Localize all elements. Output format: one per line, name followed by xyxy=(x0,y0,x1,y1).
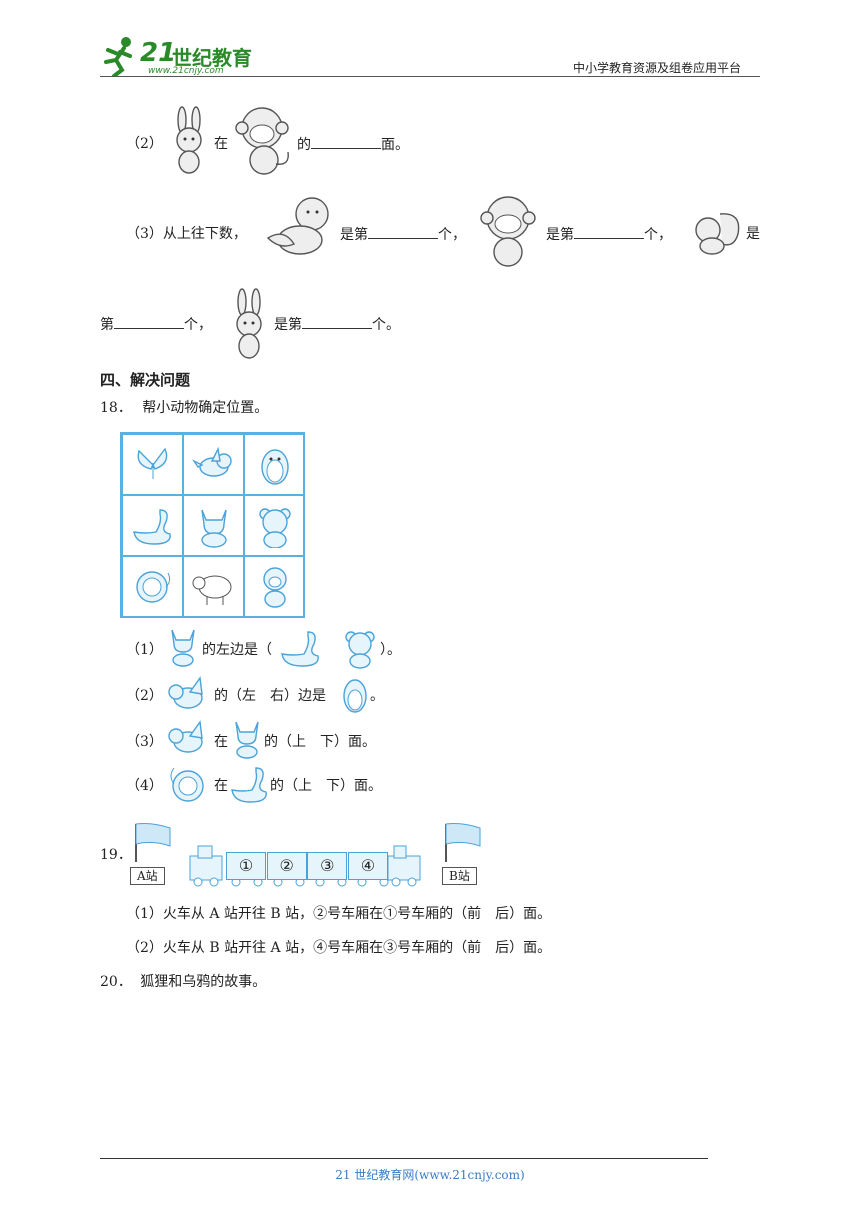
bear-icon xyxy=(345,631,375,669)
bear-icon xyxy=(258,507,291,548)
q3-intro: （3）从上往下数， xyxy=(126,226,247,242)
footer-text: 21 世纪教育网(www.21cnjy.com) xyxy=(335,1168,525,1182)
grid-cell xyxy=(244,434,305,495)
q18-sub3-end: 的（上 下）面。 xyxy=(264,734,376,750)
train-cars: ① ② ③ ④ xyxy=(226,852,388,880)
q18-sub2-text: 的（左 右）边是 xyxy=(214,688,326,704)
sheep-icon xyxy=(192,575,231,605)
swan-icon xyxy=(281,631,319,667)
q18-sub4-text: 在 xyxy=(214,778,228,794)
q3-text-b: 个， xyxy=(438,227,466,243)
q18-sub1-text: 的左边是（ xyxy=(202,642,272,658)
penguin-icon xyxy=(343,679,367,713)
q18-text: 帮小动物确定位置。 xyxy=(142,400,269,416)
q3-blank-squirrel[interactable] xyxy=(114,314,184,329)
footer-divider xyxy=(100,1158,708,1159)
q18-sub1-number: （1） xyxy=(126,642,163,658)
train-icon xyxy=(189,845,421,887)
train-car: ③ xyxy=(307,852,348,880)
flag-icon xyxy=(135,823,171,862)
runner-logo-icon xyxy=(104,37,132,76)
penguin-icon xyxy=(260,448,289,485)
q18-label: 18． xyxy=(100,400,132,416)
q3-text-i: 个。 xyxy=(372,317,400,333)
q18-sub2-end: 。 xyxy=(370,688,384,704)
cat-icon xyxy=(235,721,259,759)
q2-text-side: 面。 xyxy=(381,137,409,153)
bird-icon xyxy=(168,720,203,753)
q3-text-h: 是第 xyxy=(274,317,302,333)
rabbit-icon xyxy=(176,106,202,174)
q2-answer-blank[interactable] xyxy=(311,134,381,149)
train-car: ② xyxy=(266,852,307,880)
grid-cell xyxy=(183,495,244,556)
station-a-sign: A站 xyxy=(130,867,165,885)
grid-cell xyxy=(244,556,305,617)
bird-gray-icon xyxy=(266,197,329,255)
q2-text-of: 的 xyxy=(297,137,311,153)
train-car: ① xyxy=(226,852,266,880)
q3-blank-rabbit[interactable] xyxy=(302,314,372,329)
q19-sub2: （2）火车从 B 站开往 A 站，④号车厢在③号车厢的（前 后）面。 xyxy=(126,940,552,956)
q20-label: 20． xyxy=(100,974,132,990)
q19-label: 19． xyxy=(100,847,132,863)
q3-text-d: 个， xyxy=(644,227,672,243)
q18-sub4-number: （4） xyxy=(126,778,163,794)
logo-url: www.21cnjy.com xyxy=(148,66,224,76)
header-divider xyxy=(100,76,760,77)
grid-cell xyxy=(122,495,183,556)
grid-cell xyxy=(183,434,244,495)
section-title: 四、解决问题 xyxy=(100,371,191,389)
platform-title: 中小学教育资源及组卷应用平台 xyxy=(573,61,742,75)
swan-icon xyxy=(231,767,267,803)
cat-icon xyxy=(200,509,227,548)
logo-name: 世纪教育 xyxy=(172,46,252,70)
flag-icon xyxy=(445,823,481,862)
q18-sub3-number: （3） xyxy=(126,734,163,750)
rabbit-icon xyxy=(236,288,262,359)
monkey-icon xyxy=(235,107,289,175)
q3-text-g: 个， xyxy=(184,317,212,333)
logo-number: 21 xyxy=(140,38,177,68)
q18-sub4-end: 的（上 下）面。 xyxy=(270,778,382,794)
train-car: ④ xyxy=(347,852,388,880)
q3-text-f: 第 xyxy=(100,317,114,333)
cat-icon xyxy=(171,629,195,667)
q2-number: （2） xyxy=(126,136,163,152)
grid-cell xyxy=(122,434,183,495)
bird-icon xyxy=(191,446,232,477)
q3-blank-bird[interactable] xyxy=(368,224,438,239)
q3-text-c: 是第 xyxy=(546,227,574,243)
animal-grid xyxy=(120,432,305,618)
grid-cell xyxy=(122,556,183,617)
q3-text-e: 是 xyxy=(746,226,760,242)
q3-text-a: 是第 xyxy=(340,227,368,243)
butterfly-icon xyxy=(137,447,167,479)
q3-blank-monkey[interactable] xyxy=(574,224,644,239)
grid-cell xyxy=(244,495,305,556)
grid-cell xyxy=(183,556,244,617)
q18-sub3-text: 在 xyxy=(214,734,228,750)
q18-sub2-number: （2） xyxy=(126,688,163,704)
q18-sub1-end: ）。 xyxy=(380,642,401,658)
lion-icon xyxy=(135,570,170,603)
squirrel-icon xyxy=(695,213,740,255)
monkey-icon xyxy=(262,566,287,608)
monkey-icon xyxy=(480,196,536,267)
lion-icon xyxy=(170,767,204,802)
q2-text-at: 在 xyxy=(214,136,228,152)
bird-icon xyxy=(168,676,203,709)
q20-text: 狐狸和乌鸦的故事。 xyxy=(140,974,267,990)
swan-icon xyxy=(132,508,171,545)
q19-sub1: （1）火车从 A 站开往 B 站，②号车厢在①号车厢的（前 后）面。 xyxy=(126,906,552,922)
station-b-sign: B站 xyxy=(442,867,477,885)
train: ① ② ③ ④ xyxy=(188,842,422,888)
site-logo: 21 世纪教育 www.21cnjy.com xyxy=(96,34,266,78)
